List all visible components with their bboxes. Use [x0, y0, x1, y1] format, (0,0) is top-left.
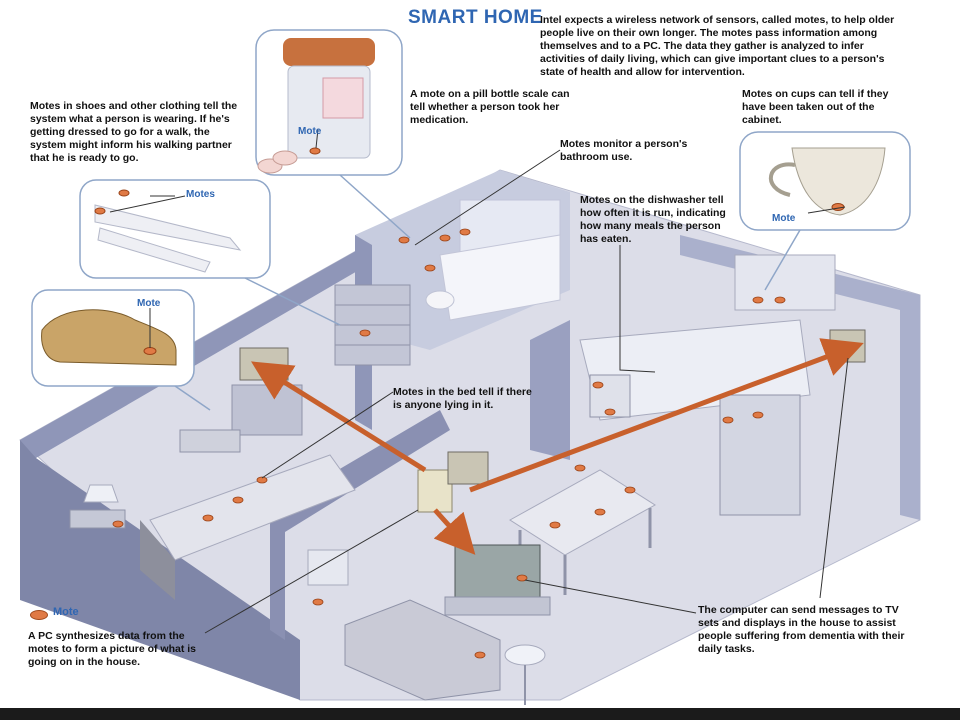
callout-clothing: Motes in shoes and other clothing tell t… — [30, 100, 238, 164]
legend-mote-icon — [30, 610, 48, 620]
pc-tower — [417, 469, 453, 513]
floor-lamp-shade — [504, 644, 546, 666]
pants-inset-pointer — [244, 277, 341, 326]
toilet — [425, 290, 455, 310]
callout-bathroom: Motes monitor a person's bathroom use. — [560, 138, 688, 163]
page-title: SMART HOME — [408, 7, 543, 28]
pants-motes-label: Motes — [186, 189, 215, 200]
arrow-pc-to-kitchen — [469, 338, 864, 493]
house-motes — [112, 228, 786, 659]
tv-stand — [444, 596, 551, 616]
pill-2 — [272, 150, 298, 166]
bed-frame — [140, 520, 175, 600]
table-lamp — [83, 484, 119, 503]
shoe-rack — [179, 429, 241, 453]
intro-text: Intel expects a wireless network of sens… — [540, 14, 895, 78]
arrow-pc-to-tv — [433, 508, 476, 555]
side-table — [69, 509, 126, 529]
callout-tv: The computer can send messages to TV set… — [698, 604, 905, 655]
pants-drawing — [94, 204, 242, 273]
legend-label: Mote — [53, 606, 79, 618]
bottom-bar — [0, 708, 960, 720]
cup-mote-label: Mote — [772, 213, 796, 224]
callout-cups: Motes on cups can tell if they have been… — [742, 88, 889, 126]
television — [454, 544, 541, 598]
callout-leaders — [109, 128, 849, 634]
callout-bed: Motes in the bed tell if there is anyone… — [393, 386, 532, 411]
kitchen-partition-wall — [530, 320, 570, 460]
bed — [149, 454, 356, 561]
bedroom-monitor — [239, 347, 289, 381]
nightstand — [231, 384, 303, 436]
arrow-pc-to-bedroom — [251, 361, 427, 473]
callout-pc: A PC synthesizes data from the motes to … — [28, 630, 197, 668]
dining-table — [509, 469, 656, 556]
pill-mote-label: Mote — [298, 126, 322, 137]
cup-inset-pointer — [764, 229, 801, 291]
pill-bottle-lid — [283, 38, 375, 66]
shoe-mote-label: Mote — [137, 298, 161, 309]
cup-handle — [769, 162, 796, 197]
upper-cabinet — [734, 254, 836, 311]
pc-monitor — [447, 451, 489, 485]
kitchen-display — [829, 329, 866, 363]
shoe-inset-pointer — [174, 385, 211, 411]
shoe-mote — [143, 347, 157, 355]
sofa — [344, 599, 501, 701]
pill-bottle-label — [322, 77, 364, 119]
pill-inset-pointer — [339, 174, 411, 239]
bedroom-partition-wall — [270, 410, 450, 640]
callout-pill-bottle: A mote on a pill bottle scale can tell w… — [410, 88, 570, 126]
cup-drawing — [791, 147, 886, 216]
radiator — [307, 549, 349, 586]
pill-bottle-mote — [309, 147, 321, 155]
callout-dishwasher: Motes on the dishwasher tell how often i… — [580, 194, 726, 245]
shoe-drawing — [41, 309, 177, 366]
